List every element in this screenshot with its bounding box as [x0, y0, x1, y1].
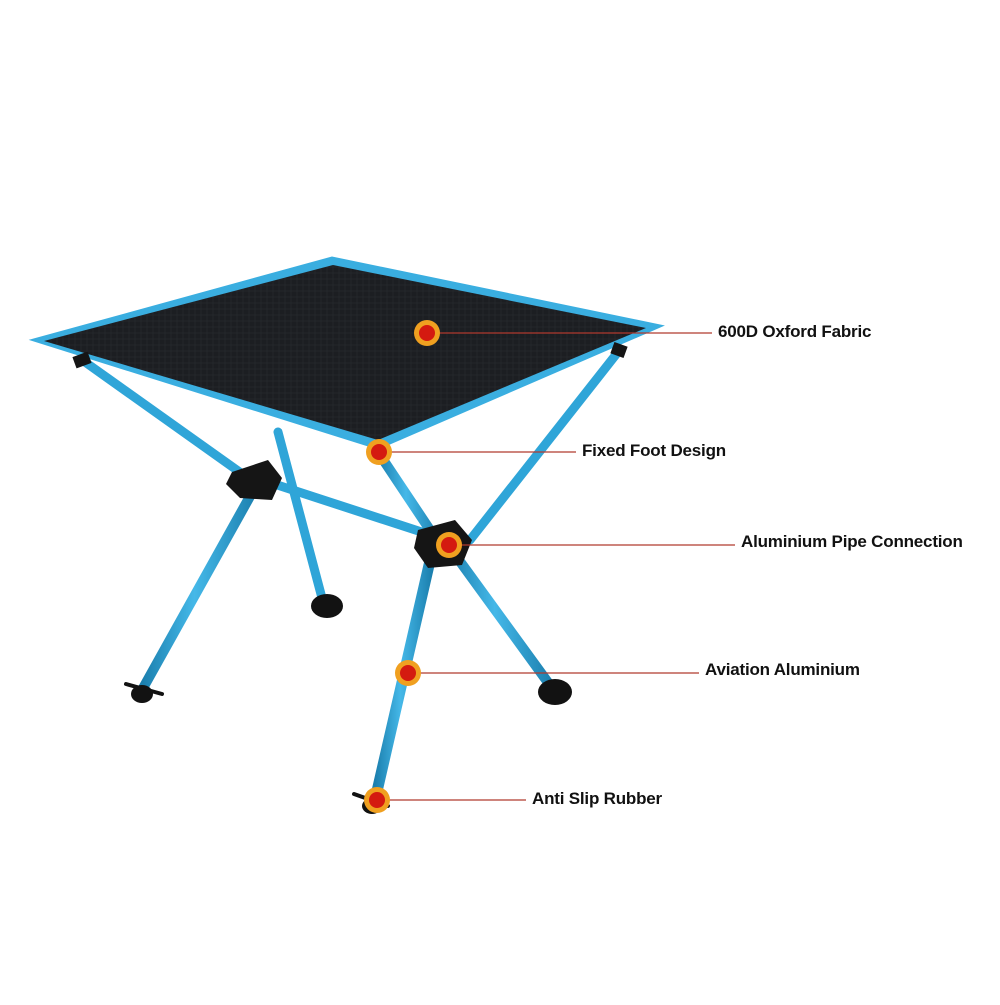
leg-tube — [80, 357, 253, 483]
leg-tube — [443, 540, 557, 693]
corner-cap — [610, 341, 628, 359]
callout-label-fixed-foot: Fixed Foot Design — [582, 441, 726, 460]
corner-cap — [72, 351, 92, 369]
leg-tube — [273, 427, 327, 603]
leg-tube — [465, 347, 623, 545]
marker-dot-icon — [364, 787, 390, 813]
callout-label-aviation-aluminium: Aviation Aluminium — [705, 660, 860, 679]
leg-tube — [137, 477, 263, 695]
foot-pad — [124, 682, 164, 703]
foot-pad — [311, 594, 343, 618]
marker-dot-icon — [414, 320, 440, 346]
callout-label-anti-slip-rubber: Anti Slip Rubber — [532, 789, 662, 808]
marker-dot-icon — [395, 660, 421, 686]
callout-label-pipe-connection: Aluminium Pipe Connection — [741, 532, 963, 551]
callout-label-oxford-fabric: 600D Oxford Fabric — [718, 322, 872, 341]
foot-pad — [538, 679, 572, 705]
joint-connector — [226, 460, 282, 500]
leg-tube — [257, 475, 445, 543]
marker-dot-icon — [436, 532, 462, 558]
tabletop-fabric — [28, 256, 665, 450]
marker-dot-icon — [366, 439, 392, 465]
rear-legs — [80, 347, 623, 603]
callout-markers — [364, 320, 462, 813]
callout-leader-lines — [377, 332, 735, 801]
